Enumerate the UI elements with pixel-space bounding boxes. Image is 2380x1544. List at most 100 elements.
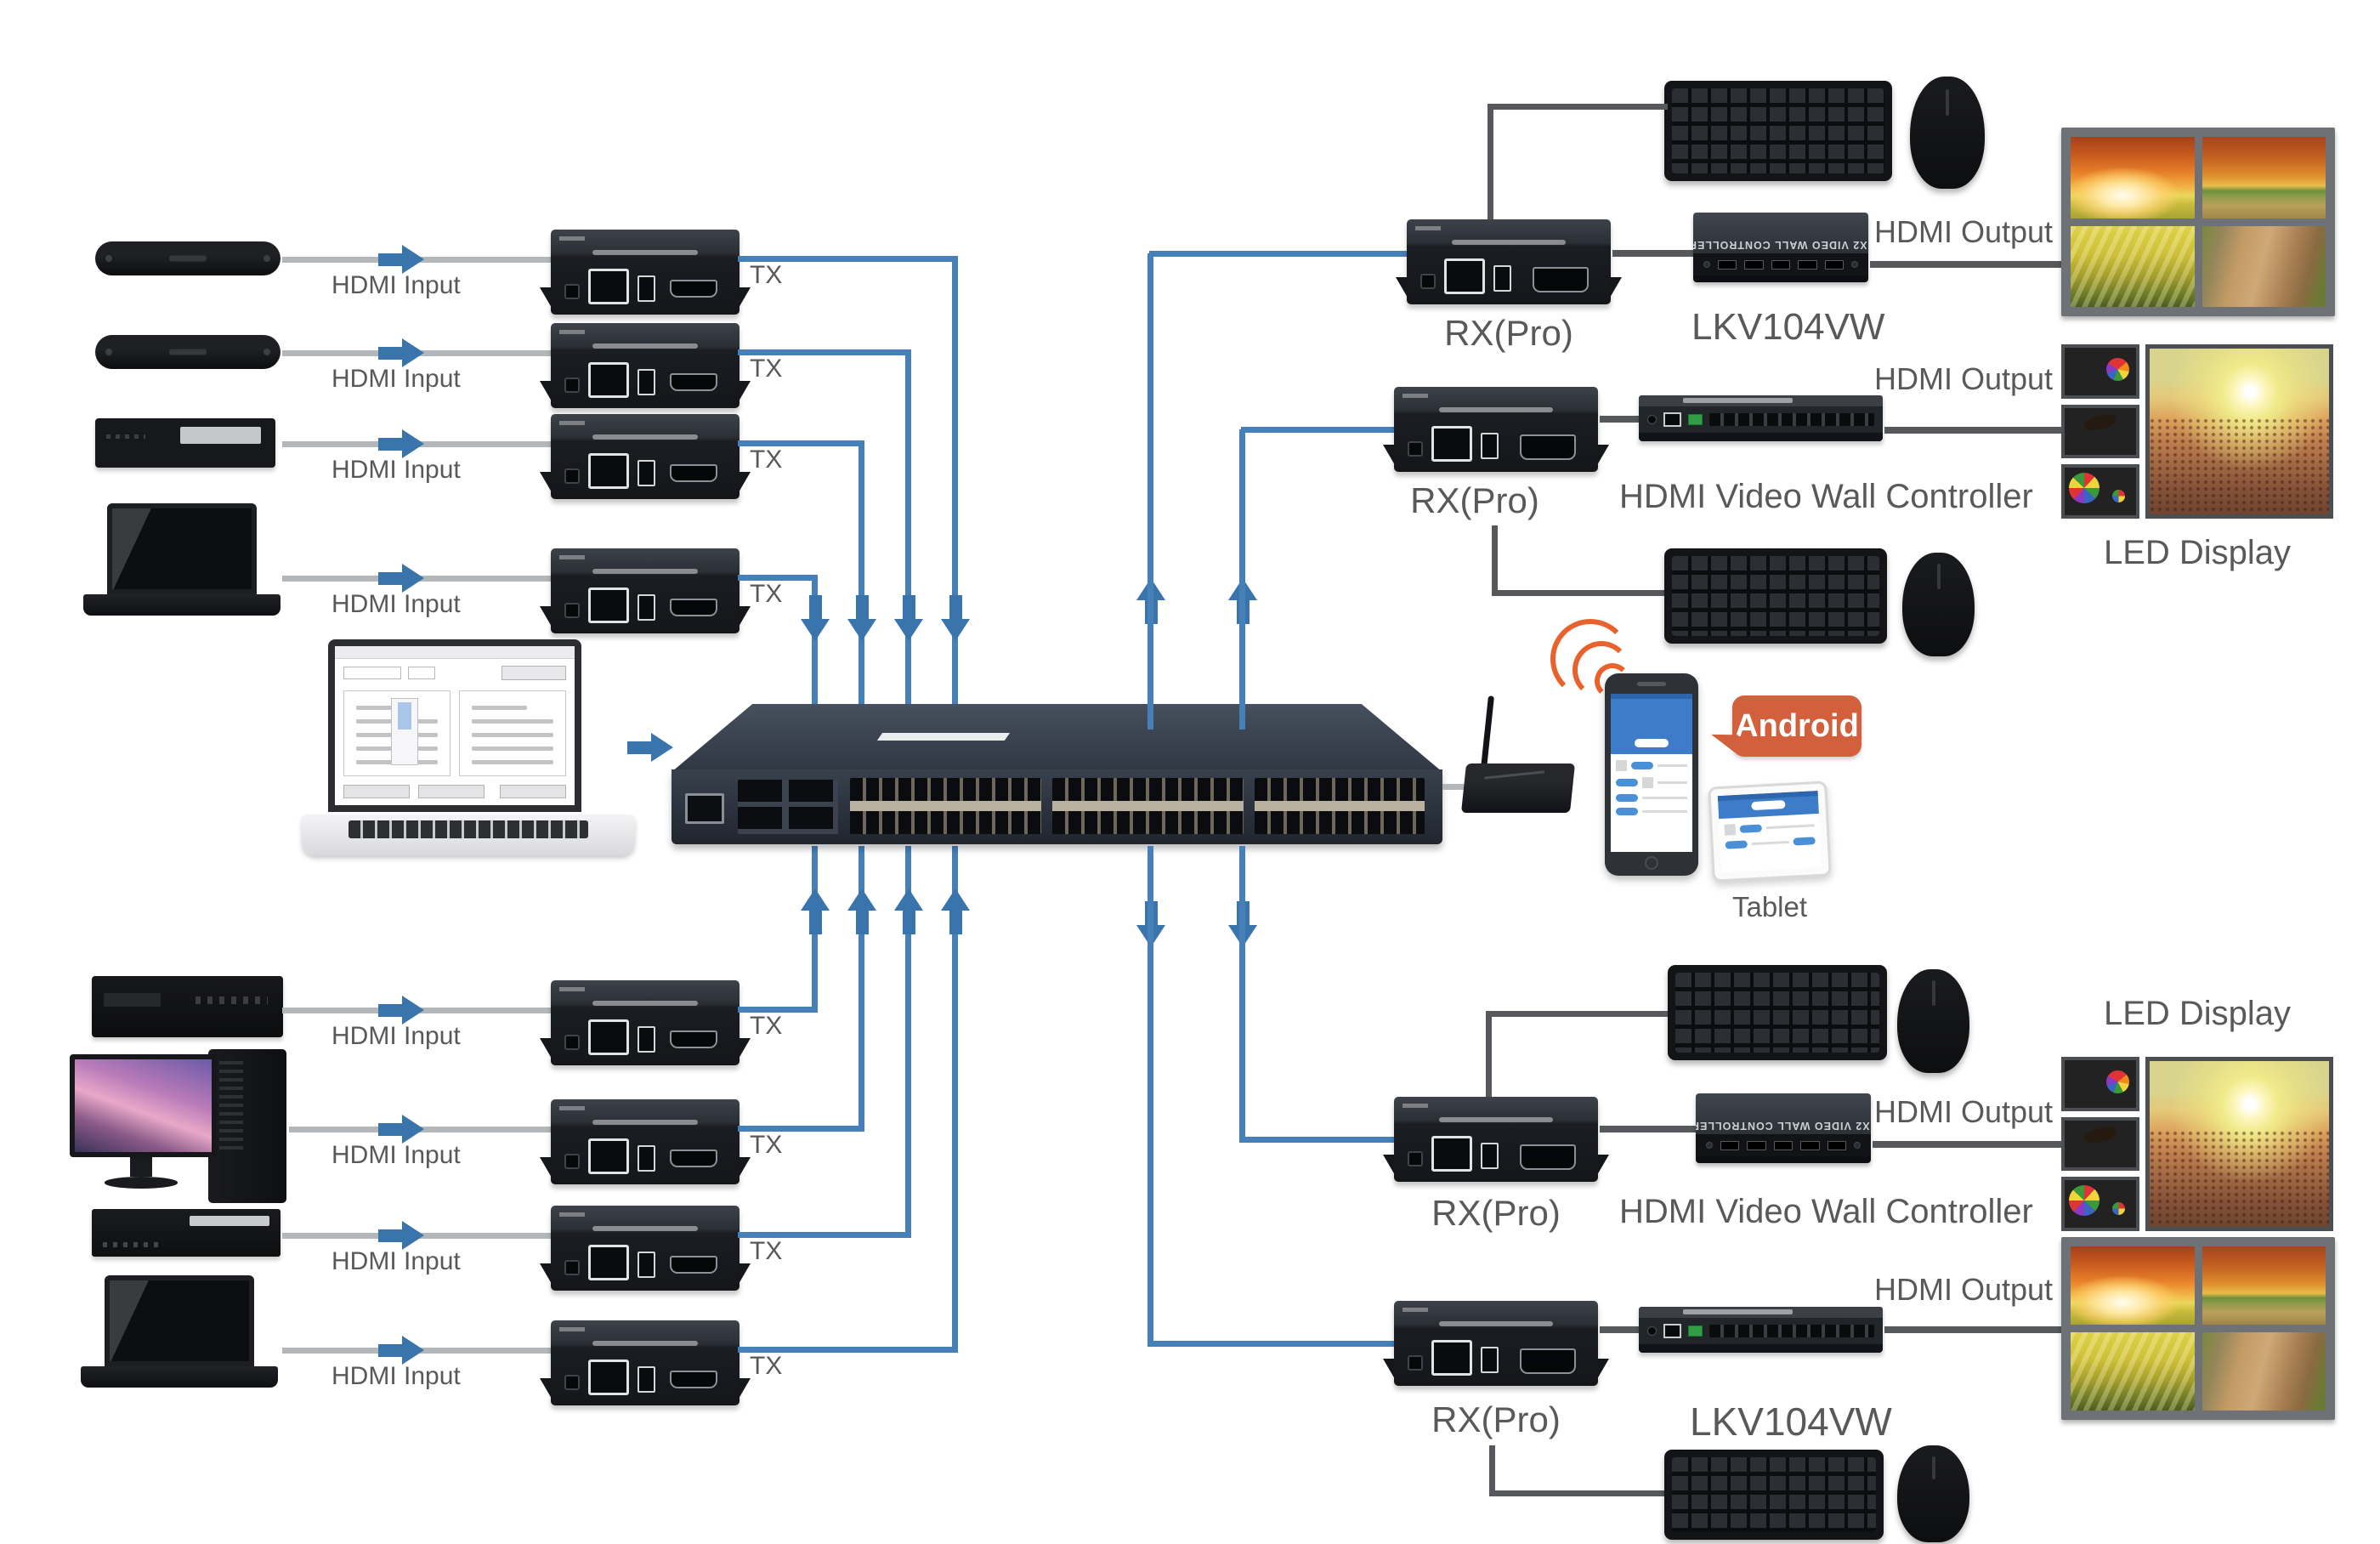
network-line [905, 846, 911, 1235]
rx-extender [1383, 1097, 1609, 1182]
wifi-signal-icon [1550, 619, 1630, 699]
hdmi-output-label: HDMI Output [1874, 1094, 2054, 1129]
network-line [905, 349, 911, 732]
hdmi-input-label: HDMI Input [332, 365, 461, 393]
phone-app-screen [1611, 694, 1692, 852]
switch-label-strip [876, 733, 1011, 741]
hdmi-video-wall-controller-label: HDMI Video Wall Controller [1619, 478, 2033, 515]
hdmi-output-label: HDMI Output [1874, 1272, 2054, 1307]
peripheral-line [1488, 104, 1668, 110]
mouse [1897, 1445, 1969, 1542]
hdmi-input-label: HDMI Input [332, 1141, 461, 1169]
rx-pro-label: RX(Pro) [1431, 1193, 1561, 1233]
tx-extender [540, 1206, 751, 1291]
keyboard [1664, 81, 1892, 181]
led-display-tile [2061, 1057, 2139, 1111]
video-wall-quadrant [2202, 225, 2326, 307]
peripheral-line [1486, 1011, 1668, 1017]
tablet-label: Tablet [1731, 891, 1808, 922]
rx-pro-label: RX(Pro) [1444, 313, 1573, 353]
lkv104vw-label: LKV104VW [1690, 1399, 1892, 1444]
peripheral-line [1486, 1011, 1492, 1099]
network-line [1239, 429, 1245, 729]
video-wall-quadrant [2202, 1332, 2326, 1411]
rx-extender [1396, 219, 1622, 304]
rj45-port-bank [1255, 778, 1425, 834]
controller-print-label: 2X2 VIDEO WALL CONTROLLER [1693, 239, 1868, 251]
android-label: Android [1735, 707, 1859, 744]
router-line [1442, 784, 1470, 790]
arrow-right-icon [378, 245, 424, 274]
video-wall-quadrant [2071, 137, 2195, 219]
led-display [2061, 344, 2333, 519]
arrow-right-icon [378, 1221, 424, 1250]
network-line [738, 575, 818, 581]
arrow-up-icon [894, 888, 923, 934]
network-line [1148, 846, 1153, 1343]
lkv104vw-label: LKV104VW [1692, 306, 1885, 348]
network-line [952, 846, 958, 1350]
android-phone [1605, 673, 1698, 876]
video-wall-display [2061, 1237, 2335, 1420]
led-display-label: LED Display [2103, 534, 2292, 571]
arrow-down-icon [847, 595, 876, 641]
mouse [1902, 553, 1975, 656]
hdmi-line [1870, 261, 2064, 268]
network-line [738, 1007, 818, 1013]
set-top-box-device [95, 418, 275, 468]
led-display-label: LED Display [2103, 995, 2292, 1032]
keyboard [1664, 1450, 1884, 1540]
tx-label: TX [750, 446, 783, 474]
mouse [1897, 969, 1969, 1073]
hdmi-line [1884, 427, 2064, 434]
peripheral-line [1489, 1490, 1668, 1496]
video-wall-quadrant [2071, 225, 2195, 307]
network-line [738, 1126, 864, 1132]
tablet-app-screen [1717, 790, 1822, 873]
network-line [1241, 427, 1394, 433]
tx-label: TX [750, 1352, 783, 1380]
video-wall-controller-rack [1639, 395, 1883, 441]
wifi-router [1460, 695, 1576, 815]
rx-extender [1383, 387, 1609, 472]
network-line [1239, 846, 1245, 1139]
hdmi-video-wall-controller-label: HDMI Video Wall Controller [1619, 1193, 2033, 1230]
console-port [685, 793, 724, 824]
tx-extender [540, 414, 751, 499]
tx-label: TX [750, 261, 783, 289]
led-display-tile [2061, 1177, 2139, 1231]
tablet-device [1708, 781, 1832, 883]
rj45-port-bank [1052, 778, 1244, 834]
video-wall-controller: 2X2 VIDEO WALL CONTROLLER [1696, 1093, 1871, 1163]
network-line [952, 256, 958, 732]
arrow-up-icon [941, 888, 970, 934]
arrow-right-icon [378, 1115, 424, 1144]
tx-label: TX [750, 1237, 783, 1265]
tx-label: TX [750, 1131, 783, 1159]
rx-pro-label: RX(Pro) [1431, 1399, 1561, 1439]
controller-print-label: 2X2 VIDEO WALL CONTROLLER [1696, 1120, 1871, 1132]
hdmi-input-label: HDMI Input [332, 271, 461, 299]
laptop-device [81, 1275, 278, 1422]
keyboard [1668, 965, 1887, 1060]
network-line [738, 256, 958, 262]
peripheral-line [1488, 104, 1493, 222]
hdmi-output-label: HDMI Output [1874, 361, 2054, 396]
arrow-down-icon [941, 595, 970, 641]
network-line [738, 1347, 958, 1353]
peripheral-line [1492, 525, 1498, 596]
hdmi-line [1884, 1326, 2064, 1333]
dvd-player-device [92, 1209, 280, 1257]
media-player-device [95, 241, 280, 275]
laptop-device [83, 503, 280, 650]
tx-extender [540, 980, 751, 1065]
rx-extender [1383, 1301, 1609, 1386]
tx-extender [540, 1320, 751, 1405]
mouse [1910, 77, 1985, 189]
peripheral-line [1492, 590, 1668, 596]
network-line [858, 846, 864, 1129]
arrow-right-icon [378, 338, 424, 367]
arrow-right-icon [378, 429, 424, 458]
video-wall-display [2061, 128, 2335, 316]
control-laptop [302, 639, 635, 855]
